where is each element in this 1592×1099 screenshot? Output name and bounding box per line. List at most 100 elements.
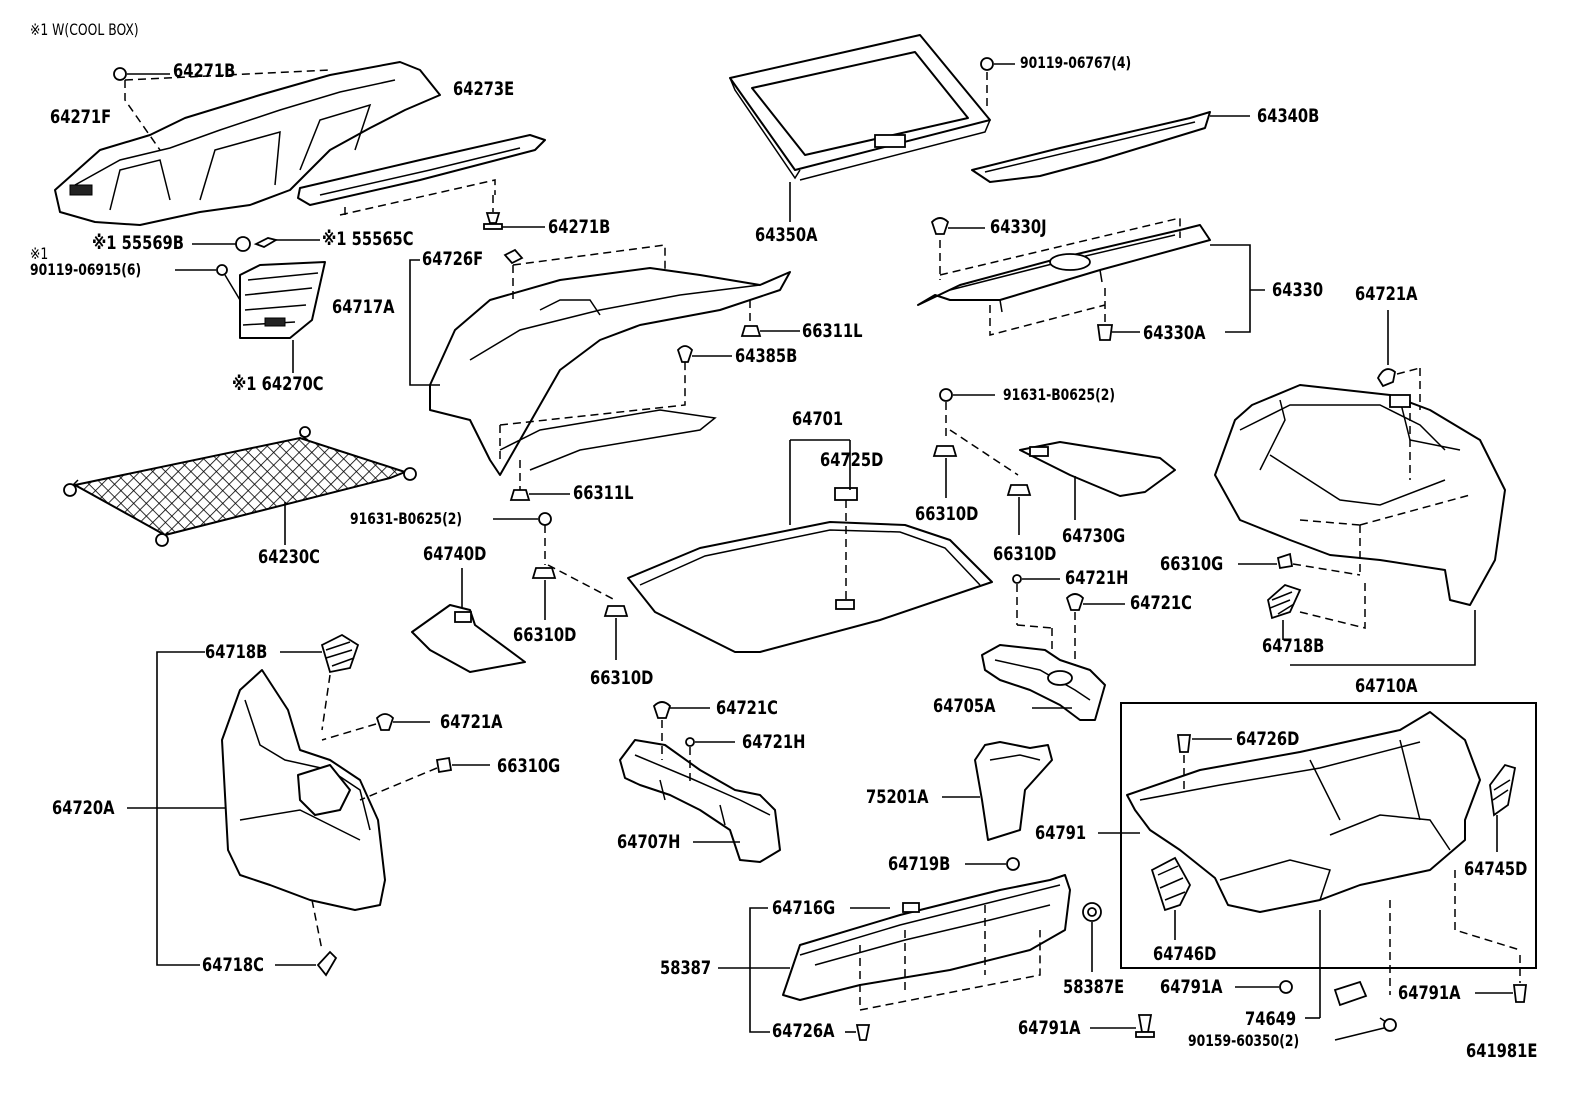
bolt-91631-mid-icon [939, 388, 1019, 476]
clip-64271B-bot-icon [483, 195, 545, 230]
clip-64726D-icon [1176, 734, 1232, 790]
assembly-64791-box [1120, 702, 1537, 969]
label-90159-60350: 90159-60350(2) [1188, 1031, 1300, 1050]
label-66310G-l: 66310G [497, 755, 561, 777]
clip-64330A-icon [1096, 324, 1140, 341]
label-64716G: 64716G [772, 897, 836, 919]
clip-64726F-icon [503, 248, 524, 265]
grommet-55569B-icon [192, 236, 251, 252]
screw-90119-06767-icon [980, 57, 1015, 110]
label-64721A-l: 64721A [440, 711, 503, 733]
clip-55565C-icon [253, 237, 320, 248]
clip-64721C-r-icon [1065, 593, 1125, 670]
clip-64719B-icon [965, 857, 1020, 871]
part-64707H-shape [619, 739, 781, 863]
label-64718C: 64718C [202, 954, 264, 976]
label-64725D: 64725D [820, 449, 884, 471]
grille-64745D-icon [1489, 763, 1517, 852]
label-64718B-l: 64718B [205, 641, 268, 663]
part-58387-shape [718, 874, 1071, 1001]
label-64746D: 64746D [1153, 943, 1217, 965]
label-64273E: 64273E [453, 78, 515, 100]
part-64791-shape [1126, 711, 1481, 913]
label-64271B-top: 64271B [173, 60, 236, 82]
label-64350A: 64350A [755, 224, 818, 246]
label-64330J: 64330J [990, 216, 1047, 238]
hook-74649-icon [1305, 910, 1368, 1019]
label-66310D-m2: 66310D [993, 543, 1057, 565]
part-64705A-shape [981, 644, 1106, 721]
label-66310D-l2: 66310D [590, 667, 654, 689]
label-64230C: 64230C [258, 546, 320, 568]
label-74649: 74649 [1245, 1008, 1297, 1030]
clip-64271B-top-icon [113, 67, 170, 81]
label-90119-06915: 90119-06915(6) [30, 260, 142, 279]
label-64710A: 64710A [1355, 675, 1418, 697]
part-64330-shape [917, 224, 1211, 313]
cap-58387E-icon [1082, 902, 1102, 972]
label-64745D: 64745D [1464, 858, 1528, 880]
label-64721A-top: 64721A [1355, 283, 1418, 305]
clip-64721H-m-icon [685, 737, 735, 785]
label-66311L-b: 66311L [573, 482, 634, 504]
label-64791A-b: 64791A [1018, 1017, 1081, 1039]
label-64721H-m: 64721H [742, 731, 806, 753]
label-64330A: 64330A [1143, 322, 1206, 344]
clip-64791A-r-icon [1475, 955, 1528, 1003]
label-91631-left: 91631-B0625(2) [350, 509, 463, 528]
label-64705A: 64705A [933, 695, 996, 717]
label-64791A-l: 64791A [1160, 976, 1223, 998]
part-64720A-shape [221, 669, 386, 911]
part-64730G-shape [1019, 441, 1176, 520]
label-64730G: 64730G [1062, 525, 1126, 547]
part-64701-shape [627, 487, 993, 653]
nut-66311L-b-icon [509, 489, 570, 501]
label-64726F: 64726F [422, 248, 484, 270]
label-64721C-r: 64721C [1130, 592, 1192, 614]
label-64717A: 64717A [332, 296, 395, 318]
label-64791A-r: 64791A [1398, 982, 1461, 1004]
label-64340B: 64340B [1257, 105, 1320, 127]
part-64740D-shape [411, 568, 526, 673]
nut-66310D-m1-icon [932, 445, 958, 498]
label-64719B: 64719B [888, 853, 951, 875]
part-64710A-shape [1214, 384, 1506, 606]
grille-64746D-icon [1150, 856, 1192, 940]
label-64385B: 64385B [735, 345, 798, 367]
clip-64721A-l-icon [321, 713, 430, 741]
nut-66310D-m2-icon [1006, 484, 1032, 535]
label-64726A: 64726A [772, 1020, 835, 1042]
clip-64726A-icon [845, 1024, 871, 1041]
label-64707H: 64707H [617, 831, 681, 853]
label-64726D: 64726D [1236, 728, 1300, 750]
clip-64791A-b-icon [1090, 1014, 1155, 1038]
label-64701: 64701 [792, 408, 844, 430]
label-64271B-bot: 64271B [548, 216, 611, 238]
label-64271F: 64271F [50, 106, 112, 128]
label-64740D: 64740D [423, 543, 487, 565]
bolt-91631-left-icon [493, 512, 616, 601]
label-66310D-l1: 66310D [513, 624, 577, 646]
part-64230C-shape [63, 426, 417, 547]
label-64718B-r: 64718B [1262, 635, 1325, 657]
nut-66310D-l1-icon [531, 567, 557, 620]
part-64340B-shape [971, 111, 1250, 183]
clip-64385B-icon [676, 345, 732, 363]
nut-66310G-l-icon [359, 756, 490, 801]
label-55565C: ※1 55565C [322, 228, 414, 250]
nut-66310G-r-icon [1238, 525, 1361, 576]
trim-64718C-icon [275, 899, 338, 977]
label-66310D-m1: 66310D [915, 503, 979, 525]
clip-64721C-m-icon [652, 701, 710, 760]
header-note: ※1 W(COOL BOX) [30, 20, 139, 39]
nut-66311L-a-icon [740, 300, 800, 337]
label-64791: 64791 [1035, 822, 1087, 844]
part-64270C-shape [239, 261, 326, 373]
label-64720A: 64720A [52, 797, 115, 819]
clip-64721A-top-icon [1376, 310, 1421, 410]
label-58387E: 58387E [1063, 976, 1125, 998]
label-64721H-r: 64721H [1065, 567, 1129, 589]
nut-66310D-l2-icon [603, 605, 629, 660]
label-64270C: ※1 64270C [232, 373, 324, 395]
